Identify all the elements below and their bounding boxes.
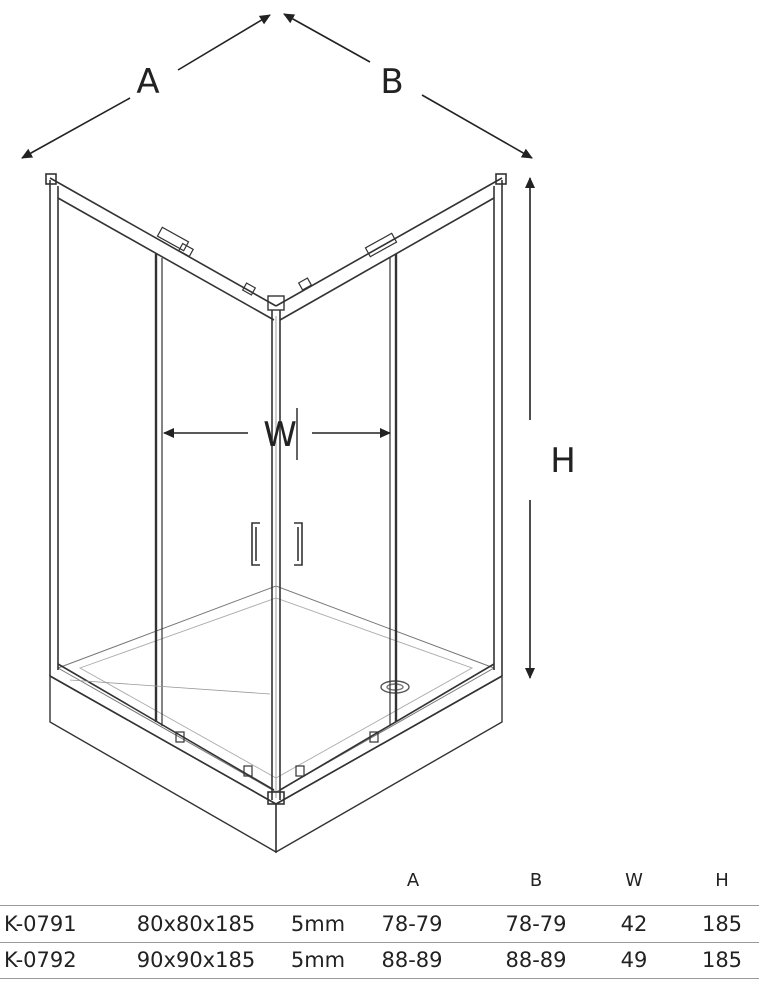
size-cell: 90x90x185 [136, 948, 256, 972]
header-b: B [529, 870, 543, 891]
door-handles [251, 522, 303, 566]
w-cell: 42 [620, 912, 648, 936]
shower-enclosure-diagram: A B H [21, 13, 576, 854]
model-cell: K-0791 [4, 912, 77, 936]
table-row: K-0791 80x80x185 5mm 78-79 78-79 42 185 [0, 905, 759, 943]
glass-panel-left [49, 177, 277, 805]
table-row: K-0792 90x90x185 5mm 88-89 88-89 49 185 [0, 942, 759, 979]
dimension-w: W [163, 408, 391, 460]
size-cell: 80x80x185 [136, 912, 256, 936]
dimension-w-label: W [263, 415, 297, 455]
dimension-h-label: H [550, 441, 576, 481]
model-cell: K-0792 [4, 948, 77, 972]
corner-post [45, 173, 507, 805]
glass-cell: 5mm [290, 948, 346, 972]
h-cell: 185 [701, 912, 743, 936]
spec-table: A B W H K-0791 80x80x185 5mm 78-79 78-79… [0, 860, 759, 1000]
dimension-b: B [283, 13, 533, 159]
a-cell: 88-89 [381, 948, 443, 972]
header-w: W [625, 870, 643, 891]
b-cell: 88-89 [505, 948, 567, 972]
dimension-h: H [525, 177, 576, 679]
header-a: A [406, 870, 420, 891]
header-h: H [715, 870, 729, 891]
h-cell: 185 [701, 948, 743, 972]
glass-panel-right [275, 177, 503, 805]
dimension-a: A [21, 14, 271, 159]
a-cell: 78-79 [381, 912, 443, 936]
dimension-b-label: B [380, 62, 403, 102]
b-cell: 78-79 [505, 912, 567, 936]
dimension-a-label: A [136, 62, 159, 102]
w-cell: 49 [620, 948, 648, 972]
glass-cell: 5mm [290, 912, 346, 936]
